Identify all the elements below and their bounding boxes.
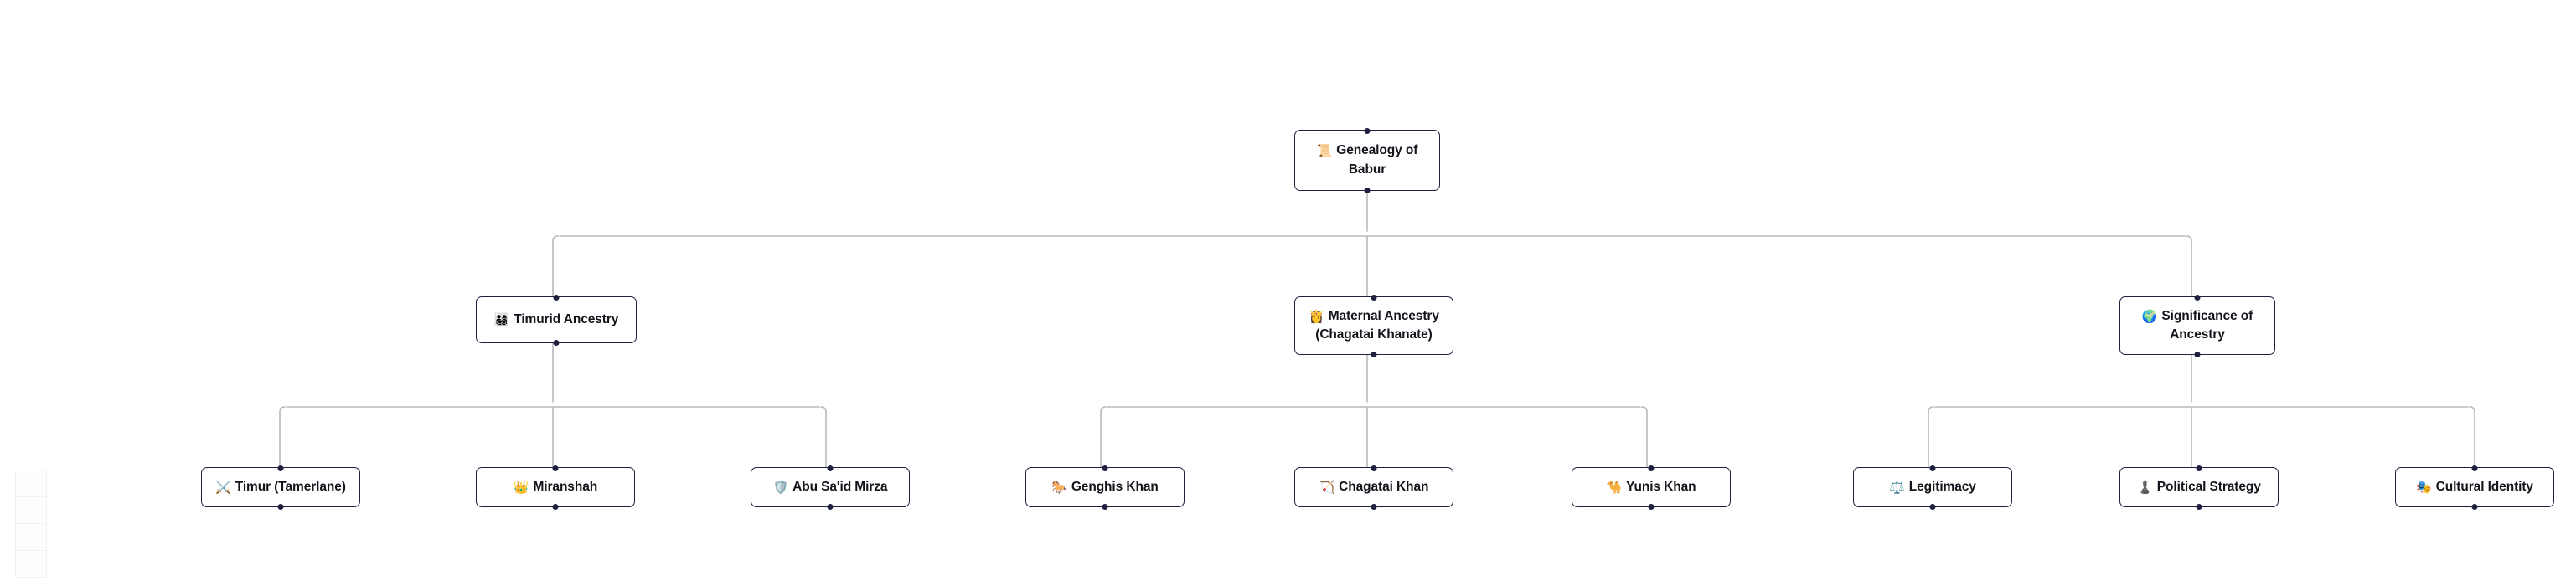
node-timur-tamerlane[interactable]: ⚔️ Timur (Tamerlane) bbox=[201, 465, 360, 510]
edge-bus-left-corner bbox=[552, 235, 559, 244]
node-handle-bottom[interactable] bbox=[553, 339, 560, 346]
edge-timurid-bus-l bbox=[279, 406, 286, 414]
node-handle-bottom[interactable] bbox=[1371, 351, 1377, 357]
edge-bus-right-corner bbox=[2186, 235, 2192, 244]
crossed-swords-icon: ⚔️ bbox=[215, 479, 231, 495]
chess-pawn-icon: ♟️ bbox=[2137, 479, 2153, 495]
camel-icon: 🐪 bbox=[1606, 479, 1623, 495]
node-genealogy-of-babur[interactable]: 📜Genealogy of Babur bbox=[1294, 127, 1440, 193]
edge-significance-bus-l bbox=[1928, 406, 1934, 414]
node-handle-bottom[interactable] bbox=[1648, 503, 1655, 510]
balance-scale-icon: ⚖️ bbox=[1889, 479, 1905, 495]
node-significance-of-ancestry[interactable]: 🌍Significance of Ancestry bbox=[2119, 294, 2275, 357]
edge-timurid-bus-r bbox=[820, 406, 827, 414]
node-handle-bottom[interactable] bbox=[1102, 503, 1108, 510]
node-label: Timurid Ancestry bbox=[514, 311, 619, 326]
node-label: Timur (Tamerlane) bbox=[235, 479, 346, 494]
node-timurid-ancestry[interactable]: 👨‍👩‍👧‍👦 Timurid Ancestry bbox=[476, 294, 637, 346]
node-handle-top[interactable] bbox=[2194, 294, 2201, 301]
node-handle-top[interactable] bbox=[1102, 465, 1108, 471]
edge-significance-bus-r bbox=[2469, 406, 2475, 414]
node-handle-top[interactable] bbox=[2471, 465, 2478, 471]
edge-maternal-bus-l bbox=[1100, 406, 1107, 414]
node-handle-bottom[interactable] bbox=[1364, 187, 1371, 193]
node-handle-bottom[interactable] bbox=[552, 503, 559, 510]
crown-icon: 👑 bbox=[513, 479, 529, 495]
node-label-line2: Ancestry bbox=[2170, 327, 2225, 342]
node-handle-top[interactable] bbox=[552, 465, 559, 471]
node-label: Genealogy of bbox=[1336, 143, 1418, 158]
node-handle-bottom[interactable] bbox=[277, 503, 284, 510]
horse-icon: 🐎 bbox=[1051, 479, 1067, 495]
node-yunis-khan[interactable]: 🐪Yunis Khan bbox=[1572, 465, 1731, 510]
node-label-line2: Babur bbox=[1348, 162, 1386, 177]
ghost-placeholder-strip bbox=[15, 470, 47, 578]
globe-icon: 🌍 bbox=[2141, 308, 2158, 324]
node-label: Genghis Khan bbox=[1071, 479, 1159, 494]
node-cultural-identity[interactable]: 🎭Cultural Identity bbox=[2395, 465, 2554, 510]
node-maternal-ancestry[interactable]: 👸 Maternal Ancestry (Chagatai Khanate) bbox=[1294, 294, 1453, 357]
node-label: Miranshah bbox=[533, 479, 598, 494]
node-handle-bottom[interactable] bbox=[2194, 351, 2201, 357]
node-genghis-khan[interactable]: 🐎 Genghis Khan bbox=[1025, 465, 1185, 510]
performing-arts-icon: 🎭 bbox=[2416, 479, 2432, 495]
ghost-cell bbox=[15, 470, 47, 497]
node-legitimacy[interactable]: ⚖️Legitimacy bbox=[1853, 465, 2012, 510]
node-handle-top[interactable] bbox=[1648, 465, 1655, 471]
bow-and-arrow-icon: 🏹 bbox=[1319, 479, 1335, 495]
ghost-cell bbox=[15, 550, 47, 578]
ghost-cell bbox=[15, 496, 47, 524]
node-miranshah[interactable]: 👑 Miranshah bbox=[476, 465, 635, 510]
node-label: Chagatai Khan bbox=[1339, 479, 1429, 494]
node-handle-top[interactable] bbox=[1371, 465, 1377, 471]
node-political-strategy[interactable]: ♟️Political Strategy bbox=[2119, 465, 2279, 510]
node-label: Legitimacy bbox=[1908, 479, 1976, 494]
node-label: Abu Sa'id Mirza bbox=[792, 479, 888, 494]
edge-maternal-bus-r bbox=[1641, 406, 1648, 414]
node-handle-bottom[interactable] bbox=[1371, 503, 1377, 510]
node-chagatai-khan[interactable]: 🏹 Chagatai Khan bbox=[1294, 465, 1453, 510]
node-label: Maternal Ancestry bbox=[1328, 308, 1439, 323]
node-handle-bottom[interactable] bbox=[2196, 503, 2202, 510]
shield-icon: 🛡️ bbox=[772, 479, 789, 495]
node-label: Political Strategy bbox=[2156, 479, 2261, 494]
node-handle-bottom[interactable] bbox=[1929, 503, 1936, 510]
node-handle-top[interactable] bbox=[553, 294, 560, 301]
node-handle-top[interactable] bbox=[1929, 465, 1936, 471]
node-handle-top[interactable] bbox=[1364, 127, 1371, 134]
family-icon: 👨‍👩‍👧‍👦 bbox=[493, 311, 510, 327]
node-handle-top[interactable] bbox=[1371, 294, 1377, 301]
node-label: Yunis Khan bbox=[1626, 479, 1696, 494]
princess-icon: 👸 bbox=[1309, 308, 1324, 324]
node-label-line2: (Chagatai Khanate) bbox=[1315, 327, 1433, 342]
node-label: Significance of bbox=[2161, 308, 2253, 323]
scroll-icon: 📜 bbox=[1316, 143, 1333, 159]
node-label: Cultural Identity bbox=[2435, 479, 2533, 494]
node-abu-said-mirza[interactable]: 🛡️Abu Sa'id Mirza bbox=[751, 465, 910, 510]
node-handle-top[interactable] bbox=[2196, 465, 2202, 471]
node-handle-top[interactable] bbox=[277, 465, 284, 471]
node-handle-top[interactable] bbox=[827, 465, 834, 471]
node-handle-bottom[interactable] bbox=[827, 503, 834, 510]
ghost-cell bbox=[15, 523, 47, 551]
node-handle-bottom[interactable] bbox=[2471, 503, 2478, 510]
